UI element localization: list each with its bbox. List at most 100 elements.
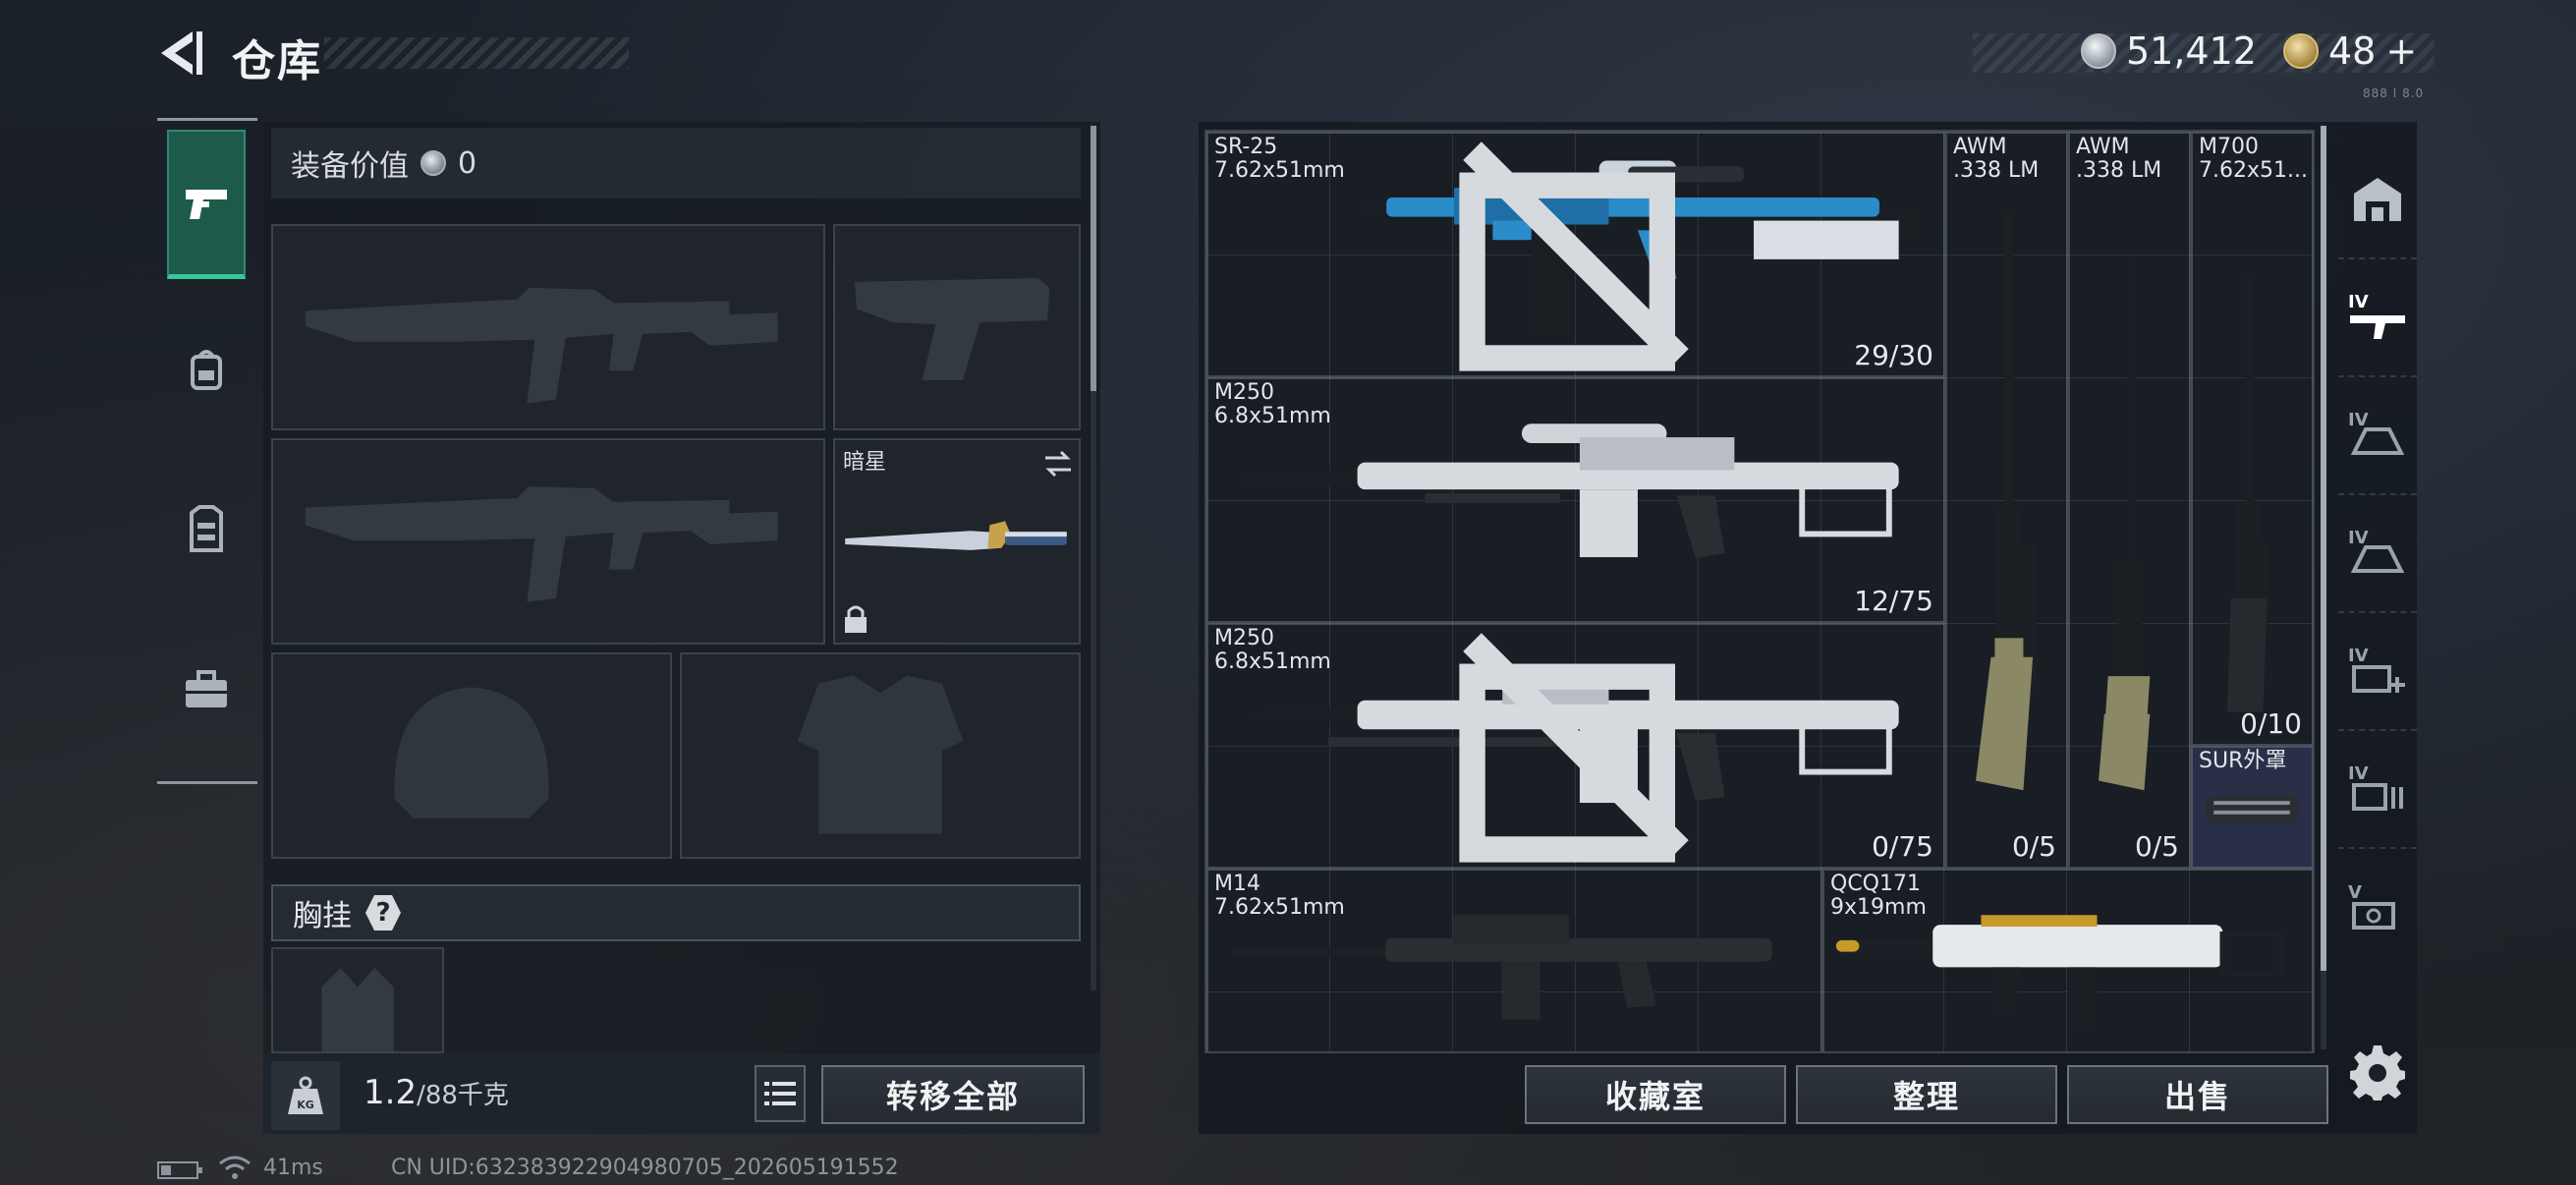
handguard-cover-image	[2206, 795, 2298, 824]
weight-icon-text: KG	[297, 1099, 314, 1111]
scrollbar-thumb[interactable]	[1091, 126, 1096, 391]
primary-weapon-slot-1[interactable]	[271, 224, 825, 430]
melee-slot-label: 暗星	[843, 450, 887, 475]
ammo-count: 29/30	[1854, 339, 1933, 371]
item-awm-2[interactable]: AWM.338 LM 0/5	[2068, 132, 2191, 869]
weight-value: 1.2	[364, 1073, 418, 1112]
pistol-icon	[186, 189, 227, 219]
gold-coin-icon	[2283, 33, 2319, 69]
silver-coin-icon	[420, 150, 446, 176]
filter-armor[interactable]: IV	[2338, 377, 2417, 495]
sort-button[interactable]: 整理	[1796, 1065, 2057, 1124]
transfer-all-button[interactable]: 转移全部	[821, 1065, 1085, 1124]
lock-icon	[845, 605, 867, 633]
back-button[interactable]	[157, 28, 206, 79]
loadout-scrollbar[interactable]	[1091, 126, 1096, 990]
backpack-icon	[191, 350, 222, 390]
page-title: 仓库	[232, 36, 322, 86]
awm-rifle-image	[1976, 209, 2037, 791]
filter-tier: IV	[2348, 410, 2369, 430]
weight-readout: 1.2/88千克	[364, 1073, 509, 1112]
scrollbar-thumb[interactable]	[2321, 126, 2326, 971]
wifi-icon	[219, 1156, 251, 1179]
nav-tab-equipment[interactable]	[167, 295, 246, 444]
filter-tier: V	[2348, 882, 2362, 903]
gold-currency[interactable]: 48 +	[2283, 29, 2417, 73]
filter-rail: IV IV IV IV IV V	[2338, 122, 2417, 1065]
ping-readout: 41ms	[263, 1156, 323, 1180]
filter-tier: IV	[2348, 763, 2369, 784]
filter-tier: IV	[2348, 528, 2369, 548]
armor-slot[interactable]	[680, 652, 1081, 859]
vest-icon	[190, 505, 223, 552]
ammo-count: 0/5	[2134, 830, 2179, 863]
item-awm-1[interactable]: AWM.338 LM 0/5	[1945, 132, 2068, 869]
ammo-count: 0/10	[2240, 707, 2302, 740]
chest-rig-silhouette-icon	[321, 968, 394, 1051]
filter-garage[interactable]	[2338, 141, 2417, 259]
chest-rig-header: 胸挂 ?	[271, 884, 1081, 941]
equip-value: 0	[458, 145, 477, 181]
tiny-status: 888 I 8.0	[2363, 86, 2425, 100]
gold-amount: 48	[2328, 29, 2377, 73]
sell-button[interactable]: 出售	[2067, 1065, 2328, 1124]
swap-icon[interactable]	[1041, 448, 1075, 480]
silver-currency: 51,412	[2081, 29, 2257, 73]
sidearm-slot[interactable]	[833, 224, 1081, 430]
nav-tab-supplies[interactable]	[167, 615, 246, 764]
user-uid: CN UID:632383922904980705_202605191552	[391, 1156, 899, 1180]
ammo-count: 0/5	[2011, 830, 2056, 863]
m250-lmg-image	[1241, 423, 1899, 559]
nav-tab-weapons[interactable]	[167, 130, 246, 279]
back-arrow-icon	[161, 31, 202, 75]
misc-filter-icon: V	[2348, 882, 2395, 930]
ammo-filter-icon: IV	[2348, 763, 2403, 811]
melee-slot[interactable]: 暗星	[833, 438, 1081, 645]
filter-medical[interactable]: IV	[2338, 613, 2417, 731]
awm-rifle-image	[2099, 257, 2151, 791]
equip-value-label: 装备价值	[291, 149, 409, 184]
no-insure-icon	[1459, 633, 1689, 863]
helmet-slot[interactable]	[271, 652, 672, 859]
filter-tier: IV	[2348, 646, 2369, 666]
help-icon[interactable]: ?	[365, 895, 401, 931]
nav-frame	[157, 118, 257, 784]
item-label: AWM.338 LM	[1953, 135, 2040, 183]
gear-icon	[2350, 1045, 2405, 1100]
knife-icon	[845, 521, 1067, 550]
rifle-silhouette-icon	[305, 486, 778, 602]
helmet-filter-icon: IV	[2348, 528, 2405, 573]
filter-weapons[interactable]: IV	[2338, 259, 2417, 377]
qcq171-smg-image	[1835, 915, 2284, 1026]
item-label: SUR外罩	[2199, 749, 2287, 773]
item-sur-cover[interactable]: SUR外罩	[2191, 746, 2313, 869]
chest-rig-slot[interactable]	[271, 947, 444, 1053]
filter-ammo[interactable]: IV	[2338, 731, 2417, 849]
battery-icon	[157, 1161, 202, 1179]
primary-weapon-slot-2[interactable]	[271, 438, 825, 645]
nav-tab-gear[interactable]	[167, 454, 246, 603]
weapon-filter-icon: IV	[2348, 292, 2405, 339]
filter-helmet[interactable]: IV	[2338, 495, 2417, 613]
add-gold-button[interactable]: +	[2385, 29, 2418, 73]
collection-room-button[interactable]: 收藏室	[1525, 1065, 1786, 1124]
list-view-button[interactable]	[755, 1065, 806, 1122]
filter-tier: IV	[2348, 292, 2369, 312]
equip-value-bar: 装备价值 0	[271, 128, 1081, 198]
filter-misc[interactable]: V	[2338, 849, 2417, 967]
garage-icon	[2354, 178, 2401, 221]
settings-button[interactable]	[2348, 1042, 2407, 1100]
storage-scrollbar[interactable]	[2321, 126, 2326, 1049]
item-label: AWM.338 LM	[2076, 135, 2162, 183]
no-insure-icon	[1459, 141, 1689, 371]
